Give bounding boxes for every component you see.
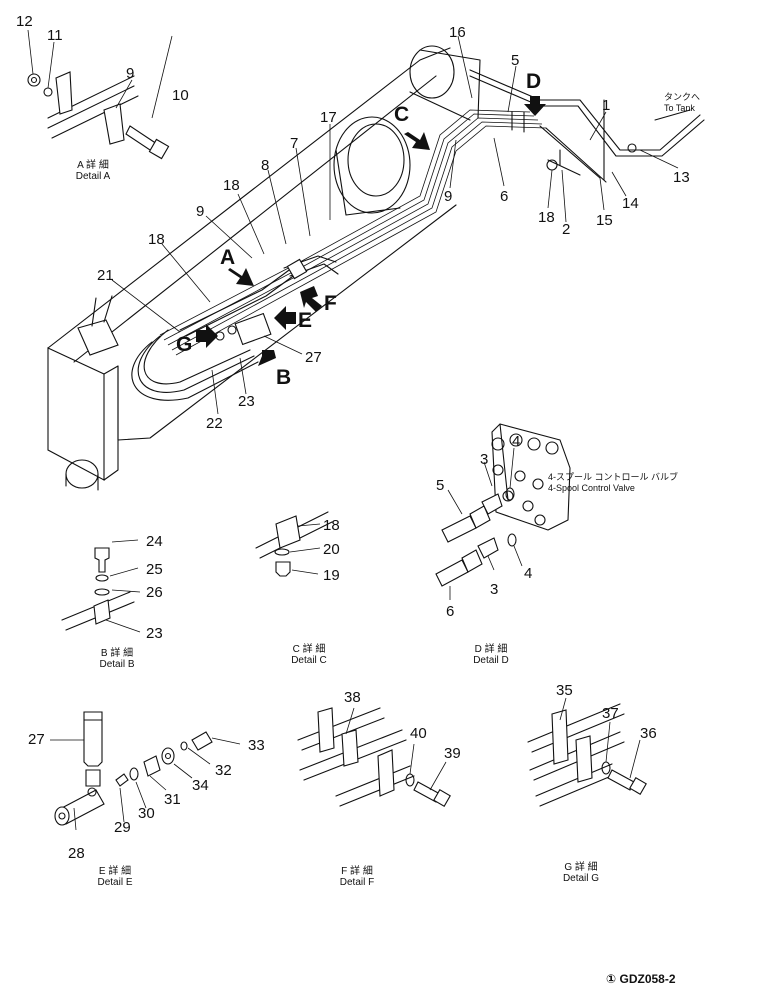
- part-number-11: 11: [47, 27, 63, 44]
- part-number-18-detail-c: 18: [323, 517, 340, 534]
- part-number-35: 35: [556, 682, 573, 699]
- part-number-29: 29: [114, 819, 131, 836]
- view-letter-a: A: [220, 246, 236, 269]
- part-number-20: 20: [323, 541, 340, 558]
- part-number-15: 15: [596, 212, 613, 229]
- detail-f-caption: F 詳 細 Detail F: [322, 866, 392, 888]
- part-number-36: 36: [640, 725, 657, 742]
- detail-d-caption-en: Detail D: [473, 655, 509, 666]
- part-number-1: 1: [602, 97, 611, 114]
- part-number-8: 8: [261, 157, 270, 174]
- part-number-17: 17: [320, 109, 337, 126]
- part-number-28: 28: [68, 845, 85, 862]
- part-number-34: 34: [192, 777, 209, 794]
- part-number-25: 25: [146, 561, 163, 578]
- view-arrows: [196, 96, 546, 366]
- part-number-37: 37: [602, 705, 619, 722]
- view-letter-b: B: [276, 366, 292, 389]
- part-number-12: 12: [16, 13, 33, 30]
- view-letter-f: F: [324, 292, 337, 315]
- part-number-31: 31: [164, 791, 181, 808]
- detail-a-caption-jp: A 詳 細: [77, 160, 109, 171]
- part-number-4-upper: 4: [512, 433, 521, 450]
- detail-b-drawing: [61, 539, 141, 633]
- part-number-2: 2: [562, 221, 571, 238]
- part-number-23-main: 23: [238, 393, 255, 410]
- view-letter-c: C: [394, 103, 410, 126]
- detail-d-caption-jp: D 詳 細: [474, 644, 508, 655]
- control-valve-jp: 4-スプール コントロール バルブ: [548, 472, 679, 482]
- part-number-10: 10: [172, 87, 189, 104]
- part-number-39: 39: [444, 745, 461, 762]
- detail-e-drawing: [50, 711, 241, 831]
- part-number-18-right: 18: [538, 209, 555, 226]
- detail-e-caption-en: Detail E: [97, 877, 133, 888]
- detail-f-caption-en: Detail F: [339, 877, 375, 888]
- control-valve-note: 4-スプール コントロール バルブ 4-Spool Control Valve: [548, 472, 678, 494]
- detail-g-caption: G 詳 細 Detail G: [546, 862, 616, 884]
- detail-b-caption-en: Detail B: [99, 659, 135, 670]
- part-number-30: 30: [138, 805, 155, 822]
- part-number-5: 5: [511, 52, 520, 69]
- part-number-16: 16: [449, 24, 466, 41]
- detail-e-caption: E 詳 細 Detail E: [80, 866, 150, 888]
- part-number-18-top: 18: [223, 177, 240, 194]
- detail-d-caption: D 詳 細 Detail D: [456, 644, 526, 666]
- detail-b-caption: B 詳 細 Detail B: [82, 648, 152, 670]
- part-number-19: 19: [323, 567, 340, 584]
- leader-lines-main: [111, 35, 679, 415]
- part-number-21: 21: [97, 267, 114, 284]
- detail-g-caption-en: Detail G: [562, 873, 600, 884]
- main-assembly: [47, 45, 705, 491]
- part-number-23-detail: 23: [146, 625, 163, 642]
- view-letter-e: E: [298, 309, 313, 332]
- detail-d-drawing: [435, 423, 571, 600]
- part-number-38: 38: [344, 689, 361, 706]
- detail-c-drawing: [255, 511, 333, 577]
- detail-f-drawing: [297, 707, 451, 807]
- detail-g-drawing: [527, 697, 647, 807]
- detail-g-caption-jp: G 詳 細: [564, 862, 598, 873]
- view-letter-d: D: [526, 70, 542, 93]
- detail-c-caption-en: Detail C: [291, 655, 327, 666]
- detail-b-caption-jp: B 詳 細: [100, 648, 134, 659]
- to-tank-jp: タンクへ: [664, 92, 701, 102]
- part-number-32: 32: [215, 762, 232, 779]
- detail-a-caption-en: Detail A: [75, 171, 111, 182]
- detail-a-caption: A 詳 細 Detail A: [58, 160, 128, 182]
- part-number-6: 6: [500, 188, 509, 205]
- detail-f-caption-jp: F 詳 細: [341, 866, 373, 877]
- part-number-14: 14: [622, 195, 639, 212]
- part-number-26: 26: [146, 584, 163, 601]
- part-number-24: 24: [146, 533, 163, 550]
- part-number-3-upper: 3: [480, 451, 489, 468]
- detail-c-caption: C 詳 細 Detail C: [274, 644, 344, 666]
- part-number-5-detail: 5: [436, 477, 445, 494]
- part-number-7: 7: [290, 135, 299, 152]
- part-number-9-upper: 9: [444, 188, 453, 205]
- part-number-9-detail-a: 9: [126, 65, 135, 82]
- part-number-40: 40: [410, 725, 427, 742]
- part-number-27-main: 27: [305, 349, 322, 366]
- part-number-4-lower: 4: [524, 565, 533, 582]
- part-number-18-left: 18: [148, 231, 165, 248]
- part-number-27-detail: 27: [28, 731, 45, 748]
- part-number-33: 33: [248, 737, 265, 754]
- part-number-22: 22: [206, 415, 223, 432]
- part-number-9-lower: 9: [196, 203, 205, 220]
- drawing-reference: ① GDZ058-2: [606, 972, 676, 986]
- to-tank-en: To Tank: [664, 103, 695, 113]
- detail-e-caption-jp: E 詳 細: [98, 866, 132, 877]
- part-number-6-detail: 6: [446, 603, 455, 620]
- detail-c-caption-jp: C 詳 細: [292, 644, 326, 655]
- detail-a-drawing: [27, 29, 170, 160]
- part-number-13: 13: [673, 169, 690, 186]
- control-valve-en: 4-Spool Control Valve: [548, 483, 635, 493]
- part-number-3-lower: 3: [490, 581, 499, 598]
- view-letter-g: G: [176, 333, 193, 356]
- to-tank-note: タンクへ To Tank: [664, 92, 700, 114]
